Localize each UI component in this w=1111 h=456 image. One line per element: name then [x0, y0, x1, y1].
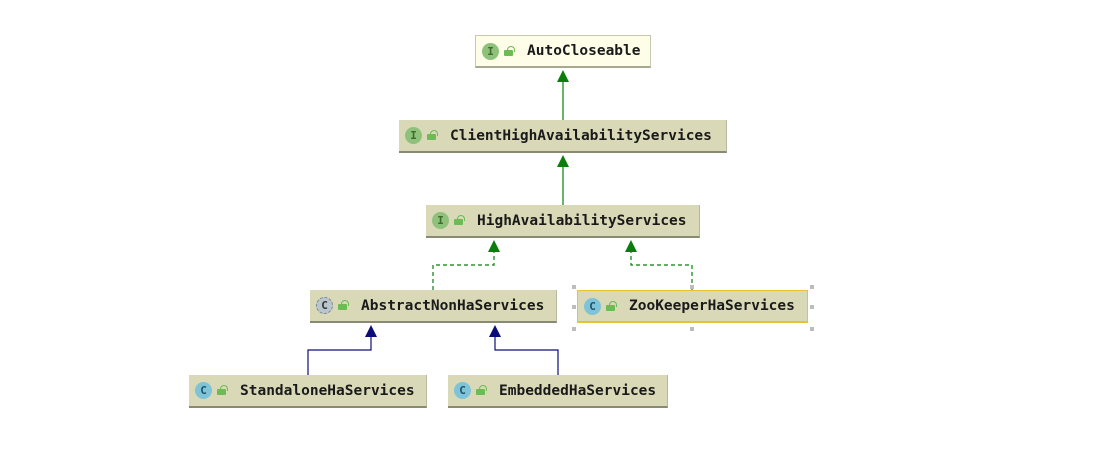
- interface-icon: I: [405, 127, 422, 144]
- resize-handle[interactable]: [572, 305, 576, 309]
- class-icon: C: [584, 297, 601, 315]
- public-lock-icon: [476, 385, 487, 395]
- public-lock-icon: [338, 300, 349, 310]
- public-lock-icon: [427, 130, 438, 140]
- edge-standalone-abstractnonha: [307, 325, 377, 375]
- node-abstract-non-ha-services[interactable]: C AbstractNonHaServices: [310, 290, 557, 323]
- node-autocloseable[interactable]: I AutoCloseable: [475, 35, 651, 68]
- public-lock-icon: [454, 215, 465, 225]
- node-label: ClientHighAvailabilityServices: [450, 127, 712, 144]
- node-standalone-ha-services[interactable]: C StandaloneHaServices: [189, 375, 427, 408]
- resize-handle[interactable]: [690, 285, 694, 289]
- resize-handle[interactable]: [810, 327, 814, 331]
- node-label: ZooKeeperHaServices: [629, 298, 795, 314]
- edge-zookeeper-ha: [625, 240, 693, 290]
- edge-embedded-abstractnonha: [489, 325, 559, 375]
- node-label: EmbeddedHaServices: [499, 382, 657, 399]
- resize-handle[interactable]: [572, 285, 576, 289]
- node-zookeeper-ha-services[interactable]: C ZooKeeperHaServices: [577, 290, 808, 323]
- interface-icon: I: [482, 42, 499, 60]
- resize-handle[interactable]: [810, 285, 814, 289]
- public-lock-icon: [606, 300, 617, 311]
- edge-abstractnonha-ha: [432, 240, 500, 290]
- edge-ha-clientha: [557, 155, 569, 205]
- node-label: AbstractNonHaServices: [361, 297, 545, 314]
- node-label: HighAvailabilityServices: [477, 212, 687, 229]
- abstract-class-icon: C: [316, 297, 333, 314]
- resize-handle[interactable]: [690, 327, 694, 331]
- interface-icon: I: [432, 212, 449, 229]
- node-label: StandaloneHaServices: [240, 382, 415, 399]
- resize-handle[interactable]: [810, 305, 814, 309]
- edge-clientha-autocloseable: [557, 70, 569, 120]
- class-icon: C: [454, 382, 471, 399]
- node-client-high-availability-services[interactable]: I ClientHighAvailabilityServices: [399, 120, 727, 153]
- node-high-availability-services[interactable]: I HighAvailabilityServices: [426, 205, 700, 238]
- class-icon: C: [195, 382, 212, 399]
- node-label: AutoCloseable: [527, 43, 641, 59]
- resize-handle[interactable]: [572, 327, 576, 331]
- node-embedded-ha-services[interactable]: C EmbeddedHaServices: [448, 375, 668, 408]
- public-lock-icon: [217, 385, 228, 395]
- public-lock-icon: [504, 45, 515, 56]
